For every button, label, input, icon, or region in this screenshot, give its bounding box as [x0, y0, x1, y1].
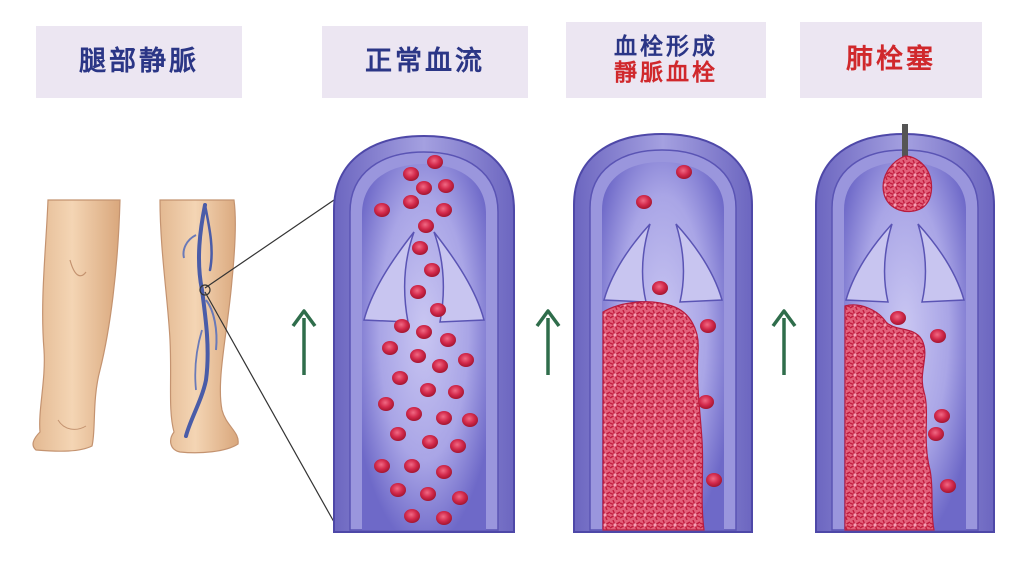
vessel-embolism [815, 124, 995, 533]
vessel-normal [333, 134, 515, 533]
leg-vein-main [184, 203, 210, 438]
label-thrombus-line2: 靜脈血栓 [614, 60, 718, 86]
blood-cells-embolism [890, 311, 956, 493]
leg-front [32, 199, 121, 452]
legs-illustration [32, 199, 239, 454]
leg-back [159, 199, 239, 454]
thrombus-clot [602, 301, 705, 531]
blood-cells-normal [374, 155, 478, 525]
label-normal-flow: 正常血流 [322, 26, 528, 98]
label-thrombus-formation: 血栓形成 靜脈血栓 [566, 22, 766, 98]
label-normal-flow-text: 正常血流 [365, 46, 485, 78]
label-pulmonary-embolism-text: 肺栓塞 [846, 44, 936, 76]
callout-lines [204, 199, 335, 523]
label-leg-vein: 腿部静脈 [36, 26, 242, 98]
blood-cells-thrombus [636, 165, 722, 487]
embolus [882, 155, 933, 213]
up-arrow-icon [291, 309, 317, 375]
up-arrow-icon [535, 309, 561, 375]
label-thrombus-line1: 血栓形成 [614, 33, 718, 60]
vessel-thrombus [573, 132, 753, 533]
up-arrow-icon [771, 309, 797, 375]
remaining-clot [844, 304, 935, 531]
label-pulmonary-embolism: 肺栓塞 [800, 22, 982, 98]
label-leg-vein-text: 腿部静脈 [79, 46, 199, 78]
